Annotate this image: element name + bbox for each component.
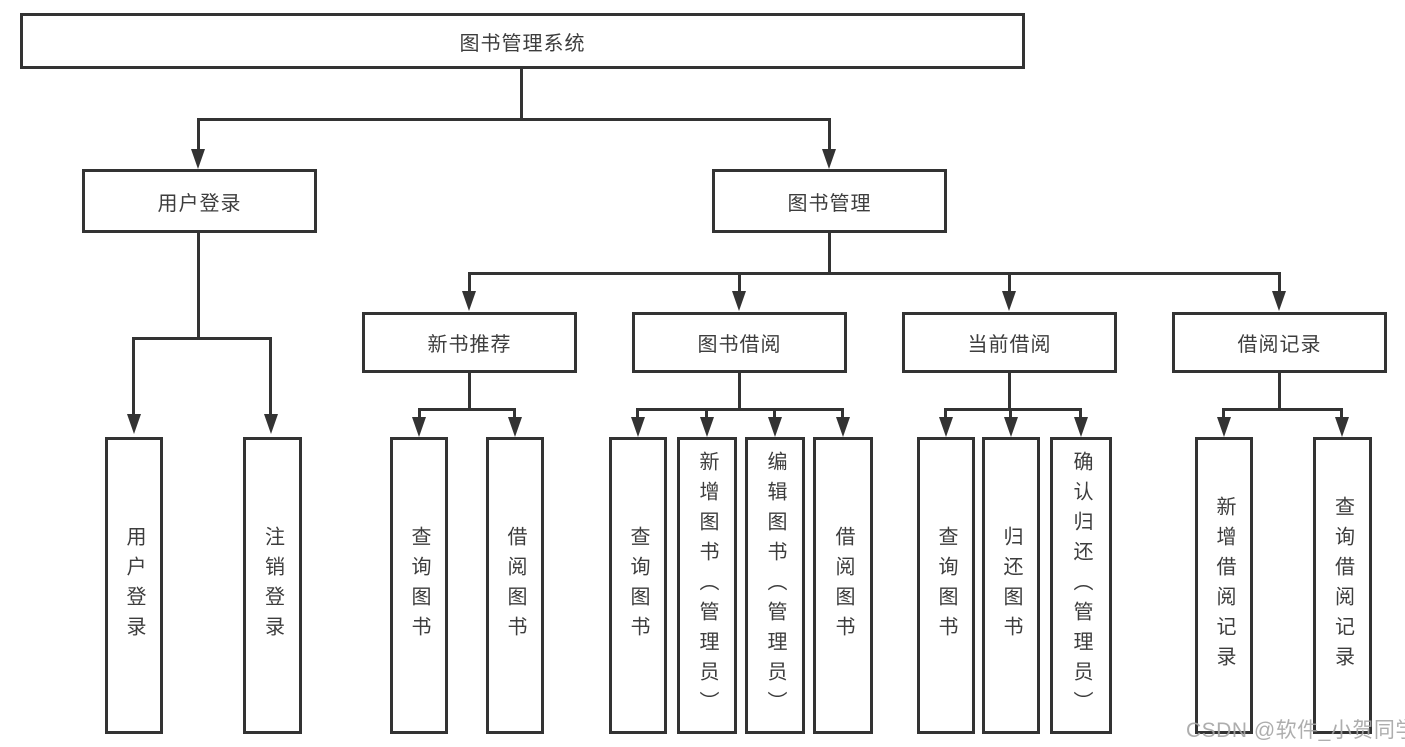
connector-riser	[1008, 373, 1011, 408]
leaf-record-add-borrow-record: 新增借阅记录	[1195, 437, 1253, 734]
connector-leg	[841, 408, 844, 418]
connector-level3-bus	[468, 272, 1281, 275]
arrowhead-icon	[836, 417, 850, 437]
node-borrow-records: 借阅记录	[1172, 312, 1387, 373]
arrowhead-icon	[191, 149, 205, 169]
node-current-borrow: 当前借阅	[902, 312, 1117, 373]
connector-level1-bus	[197, 118, 831, 121]
leaf-current-query-books: 查询图书	[917, 437, 975, 734]
connector-bus	[945, 408, 1082, 411]
arrowhead-icon	[1335, 417, 1349, 437]
arrowhead-icon	[462, 291, 476, 311]
leaf-recommend-query-books: 查询图书	[390, 437, 448, 734]
leaf-record-query-borrow-record: 查询借阅记录	[1313, 437, 1372, 734]
connector-leg	[738, 272, 741, 291]
connector-leg	[418, 408, 421, 418]
connector-leg	[1008, 272, 1011, 291]
csdn-watermark: CSDN @软件_小贺同学	[1186, 719, 1405, 742]
connector-leg	[828, 118, 831, 150]
connector-leg	[1222, 408, 1225, 418]
leaf-recommend-borrow-books: 借阅图书	[486, 437, 544, 734]
leaf-borrow-add-books-admin: 新增图书（管理员）	[677, 437, 737, 734]
connector-leg	[636, 408, 639, 418]
connector-leg	[132, 337, 135, 415]
arrowhead-icon	[1217, 417, 1231, 437]
connector-leg	[197, 118, 200, 150]
connector-bus	[418, 408, 516, 411]
arrowhead-icon	[1272, 291, 1286, 311]
connector-riser	[1278, 373, 1281, 408]
connector-userlogin-riser	[197, 233, 200, 337]
arrowhead-icon	[1004, 417, 1018, 437]
connector-leg	[513, 408, 516, 418]
connector-root-riser	[520, 69, 523, 118]
node-library-management-system: 图书管理系统	[20, 13, 1025, 69]
leaf-user-login: 用户登录	[105, 437, 163, 734]
node-user-login: 用户登录	[82, 169, 317, 233]
connector-leg	[705, 408, 708, 418]
connector-leg	[468, 272, 471, 291]
connector-bus	[637, 408, 844, 411]
arrowhead-icon	[508, 417, 522, 437]
leaf-current-confirm-return-admin: 确认归还（管理员）	[1050, 437, 1112, 734]
arrowhead-icon	[700, 417, 714, 437]
leaf-borrow-borrow-books: 借阅图书	[813, 437, 873, 734]
connector-bus	[1223, 408, 1343, 411]
connector-leg	[1340, 408, 1343, 418]
arrowhead-icon	[631, 417, 645, 437]
node-book-management: 图书管理	[712, 169, 947, 233]
connector-leg	[1009, 408, 1012, 418]
arrowhead-icon	[1002, 291, 1016, 311]
connector-leg	[944, 408, 947, 418]
arrowhead-icon	[127, 414, 141, 434]
connector-riser	[738, 373, 741, 408]
leaf-borrow-edit-books-admin: 编辑图书（管理员）	[745, 437, 805, 734]
node-new-book-recommend: 新书推荐	[362, 312, 577, 373]
connector-leg	[269, 337, 272, 415]
node-book-borrow: 图书借阅	[632, 312, 847, 373]
arrowhead-icon	[412, 417, 426, 437]
connector-userlogin-bus	[132, 337, 272, 340]
leaf-logout: 注销登录	[243, 437, 302, 734]
arrowhead-icon	[939, 417, 953, 437]
connector-leg	[773, 408, 776, 418]
connector-riser	[468, 373, 471, 408]
connector-leg	[1278, 272, 1281, 291]
connector-leg	[1079, 408, 1082, 418]
leaf-current-return-books: 归还图书	[982, 437, 1040, 734]
leaf-borrow-query-books: 查询图书	[609, 437, 667, 734]
arrowhead-icon	[768, 417, 782, 437]
arrowhead-icon	[264, 414, 278, 434]
connector-bookmgmt-riser	[828, 233, 831, 272]
arrowhead-icon	[1074, 417, 1088, 437]
arrowhead-icon	[822, 149, 836, 169]
arrowhead-icon	[732, 291, 746, 311]
